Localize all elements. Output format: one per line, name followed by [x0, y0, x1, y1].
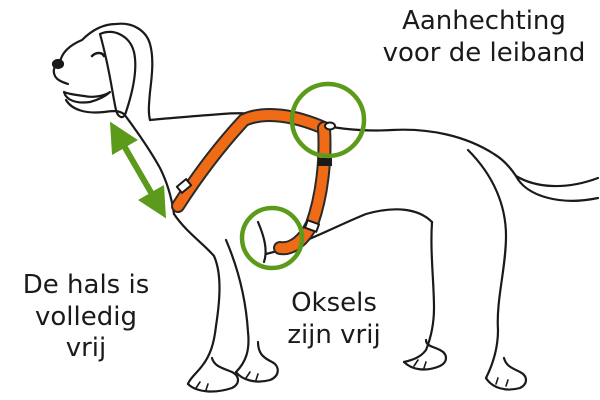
neck-free-label-line-1: De hals is: [6, 270, 166, 302]
dog-nose: [53, 60, 63, 68]
dog-mouth: [64, 92, 110, 103]
neck-free-label-line-2: volledig: [6, 302, 166, 334]
dog-tail: [516, 176, 598, 201]
dog-hind-thigh: [468, 150, 506, 378]
neck-free-label: De hals is volledig vrij: [6, 270, 166, 365]
harness-leash-ring: [325, 123, 335, 130]
armpits-free-label-line-1: Oksels: [272, 288, 396, 320]
leash-attachment-label-line-1: Aanhechting: [368, 6, 600, 38]
dog-ear: [100, 32, 135, 117]
dog-hind-leg: [404, 222, 434, 362]
dog-head-outline: [60, 24, 152, 120]
dog-eye: [92, 53, 104, 56]
armpits-free-label-line-2: zijn vrij: [272, 320, 396, 352]
dog-front-leg-back: [226, 240, 249, 372]
neck-free-label-line-3: vrij: [6, 333, 166, 365]
armpits-free-label: Oksels zijn vrij: [272, 288, 396, 351]
leash-attachment-label: Aanhechting voor de leiband: [368, 6, 600, 69]
harness-chest-strap: [178, 115, 324, 206]
harness-buckle-girth-top: [318, 158, 332, 166]
dog-elbow: [258, 222, 266, 262]
neck-double-arrow: [116, 132, 160, 208]
harness: [177, 115, 335, 248]
leash-attachment-label-line-2: voor de leiband: [368, 38, 600, 70]
